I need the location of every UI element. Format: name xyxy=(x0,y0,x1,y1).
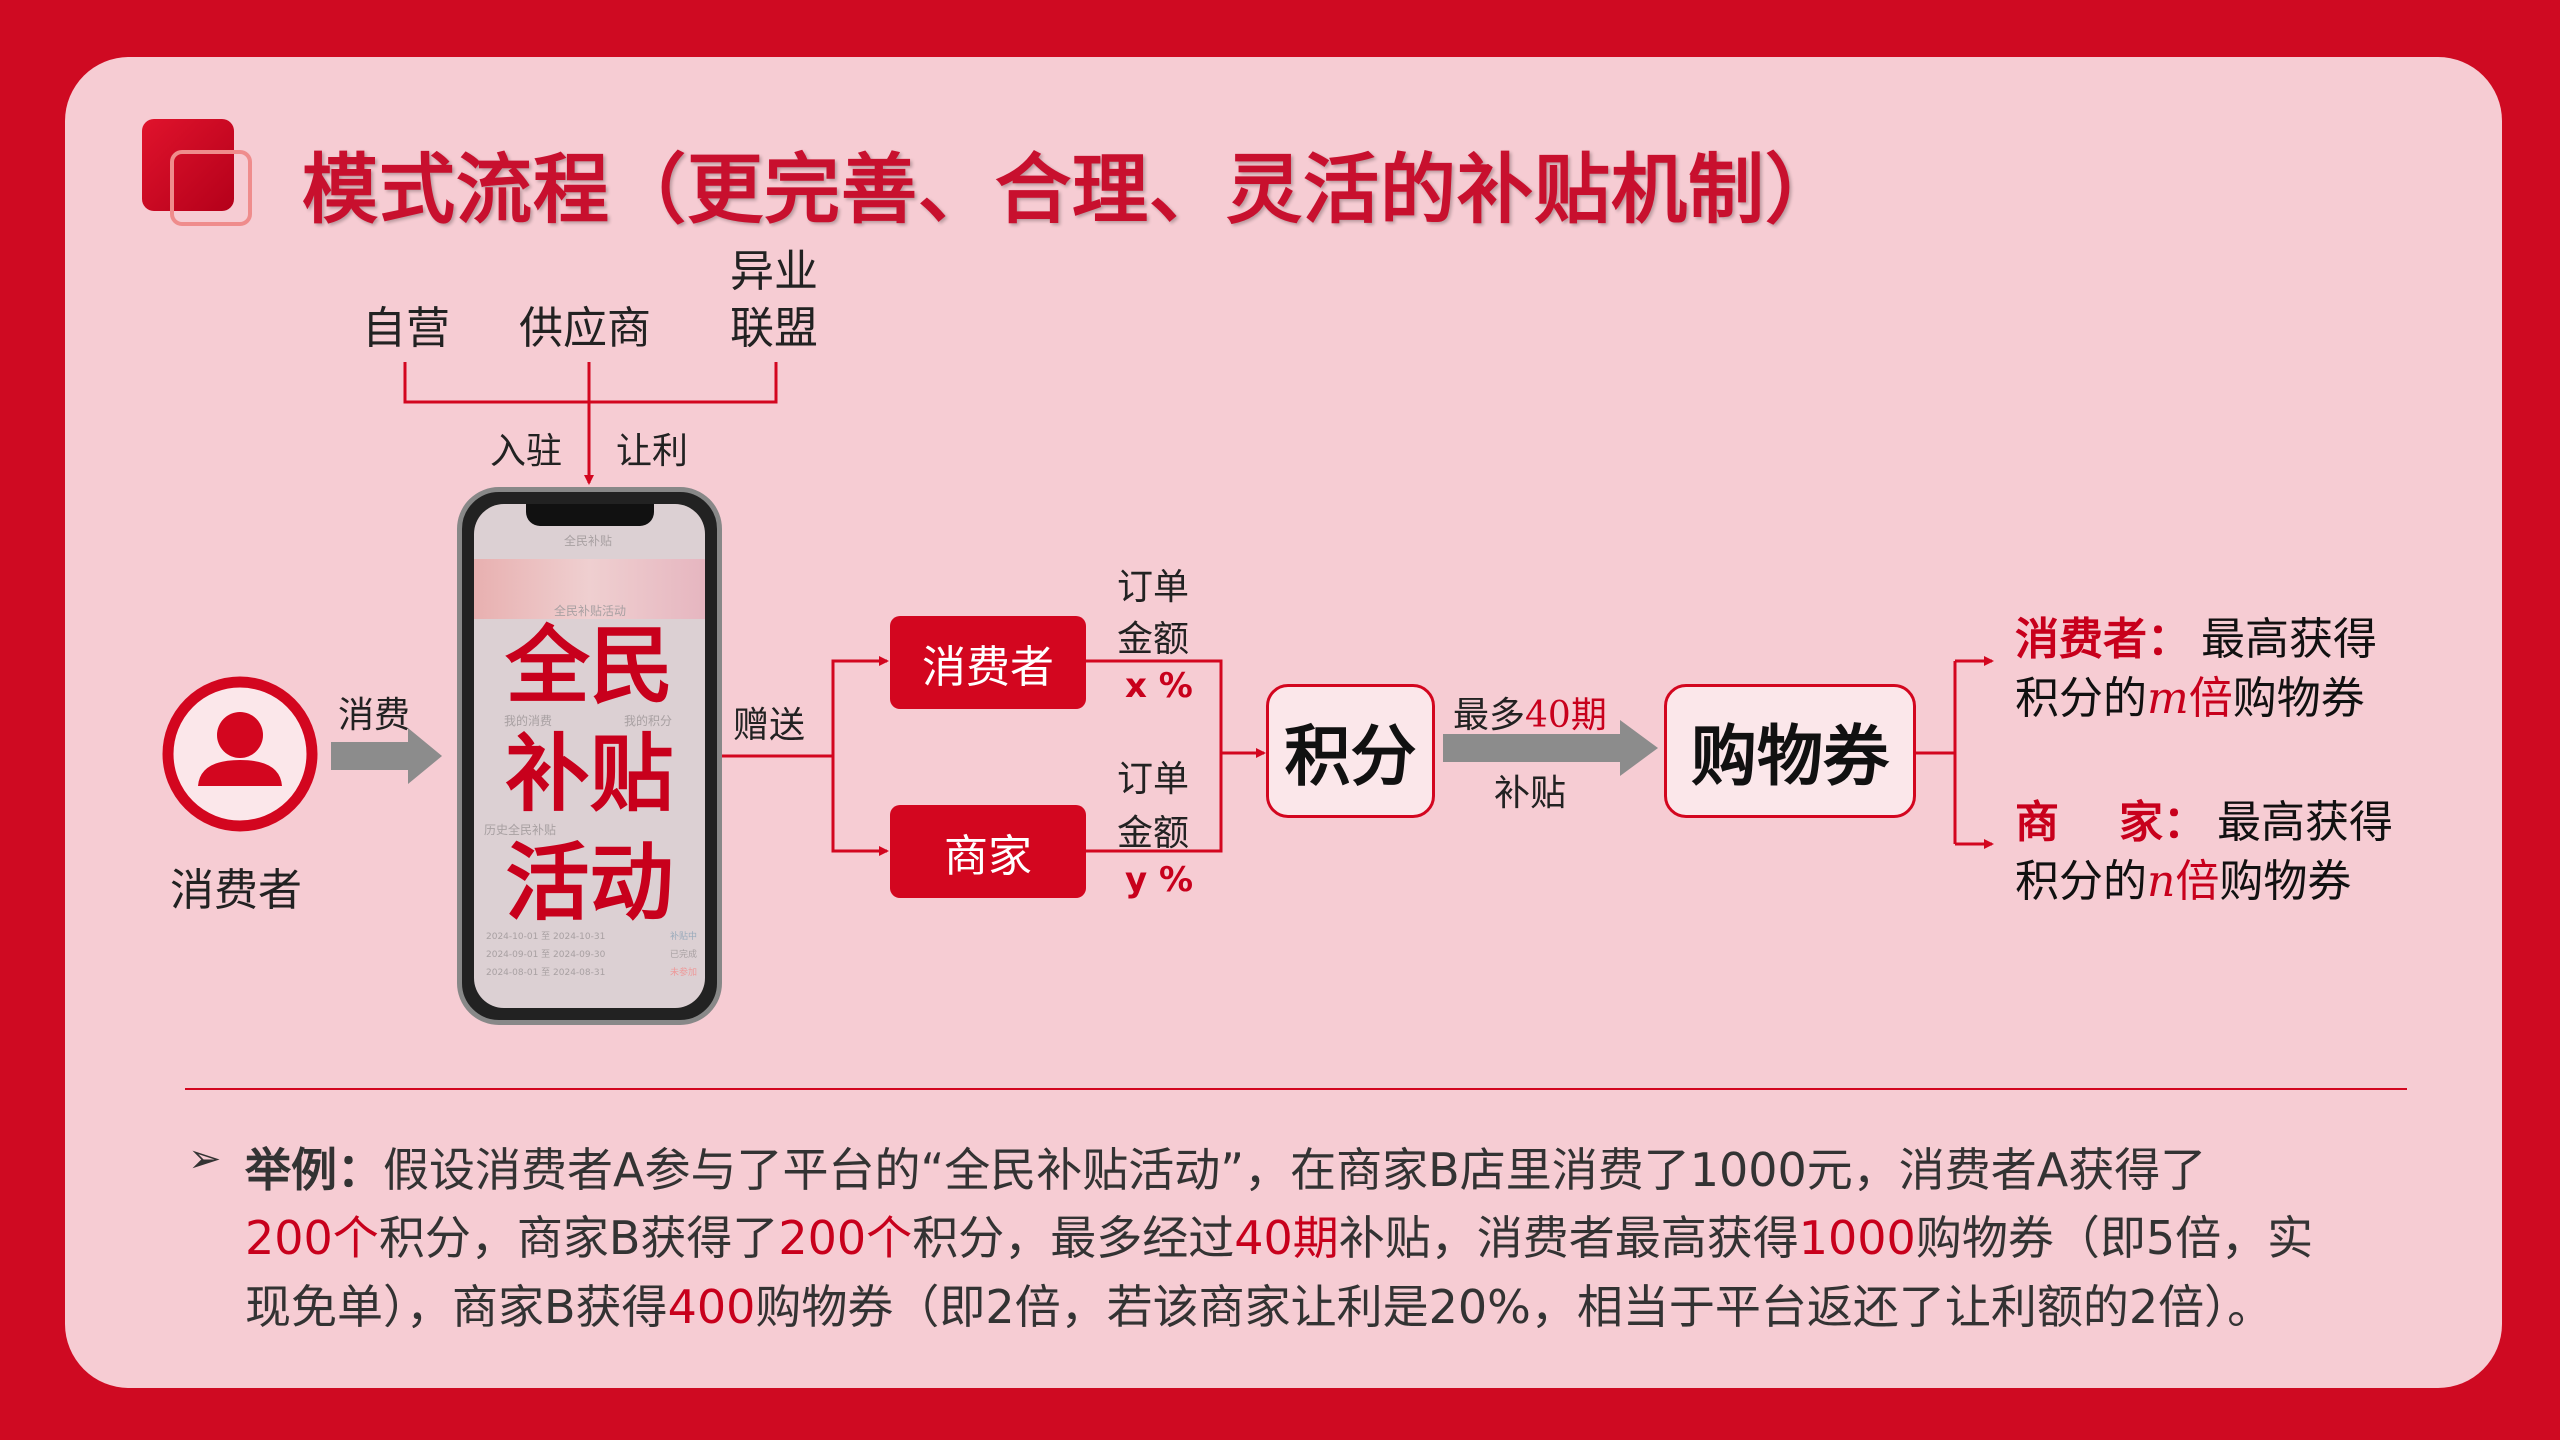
order-label: 订单 xyxy=(1117,759,1190,800)
example-lead: 举例： xyxy=(245,1143,383,1197)
example-highlight: 200个 xyxy=(245,1211,379,1265)
example-highlight: 1000 xyxy=(1798,1211,1916,1265)
example-text: 积分，最多经过 xyxy=(912,1211,1235,1265)
phone-banner xyxy=(474,559,705,619)
result-var: m xyxy=(2147,673,2189,724)
result-text: 最高获得 xyxy=(2201,614,2377,665)
consumer-box: 消费者 xyxy=(890,616,1086,709)
phone-status: 未参加 xyxy=(670,968,698,978)
example-text: 现免单），商家B获得 xyxy=(245,1280,668,1334)
example-line: 200个积分，商家B获得了200个积分，最多经过40期补贴，消费者最高获得100… xyxy=(245,1202,2313,1268)
result-var: n xyxy=(2147,856,2176,907)
example-highlight: 400 xyxy=(667,1280,756,1334)
join-label: 入驻 xyxy=(490,431,563,472)
phone-stat: 我的积分 xyxy=(624,714,673,728)
phone-stat: 我的消费 xyxy=(504,714,553,728)
result-text: 最高获得 xyxy=(2217,797,2393,848)
phone-screen: 全民补贴 全民补贴活动 我的消费 我的积分 历史全民补贴 2024-10-01 … xyxy=(474,504,705,1008)
result-text: 积分的 xyxy=(2015,673,2147,724)
consumer-result-line2: 积分的m倍购物券 xyxy=(2015,662,2365,726)
coupon-box: 购物券 xyxy=(1664,684,1916,818)
phone-overlay-line: 补贴 xyxy=(505,725,674,823)
example-line: 举例：假设消费者A参与了平台的“全民补贴活动”，在商家B店里消费了1000元，消… xyxy=(245,1134,2206,1200)
example-text: 假设消费者A参与了平台的“全民补贴活动”，在商家B店里消费了1000元，消费者A… xyxy=(383,1143,2207,1197)
result-bei: 倍 xyxy=(2175,856,2220,907)
example-highlight: 200个 xyxy=(778,1211,913,1265)
merchant-result-line1: 商 家：最高获得 xyxy=(2015,786,2393,850)
result-text: 积分的 xyxy=(2015,856,2147,907)
bullet-icon: ➢ xyxy=(188,1136,222,1182)
phone-banner-title: 全民补贴活动 xyxy=(554,604,627,618)
consume-label: 消费 xyxy=(338,695,411,736)
subsidy-top: 最多40期 xyxy=(1453,686,1607,738)
phone-status: 补贴中 xyxy=(670,932,698,942)
subsidy-periods: 40期 xyxy=(1525,695,1607,736)
gift-label: 赠送 xyxy=(733,705,806,746)
source-supplier: 供应商 xyxy=(519,303,651,354)
source-self: 自营 xyxy=(362,303,450,354)
example-highlight: 40期 xyxy=(1234,1211,1339,1265)
phone-notch xyxy=(525,504,654,526)
user-icon xyxy=(162,676,318,832)
source-alliance-1: 异业 xyxy=(730,246,818,297)
subsidy-arrow-icon xyxy=(1443,720,1658,776)
example-text: 购物券（即2倍，若该商家让利是20%，相当于平台返还了让利额的2倍）。 xyxy=(755,1280,2274,1334)
example-text: 购物券（即5倍，实 xyxy=(1915,1211,2314,1265)
phone-status: 已完成 xyxy=(670,950,698,960)
result-text: 购物券 xyxy=(2219,856,2352,907)
subsidy-label: 补贴 xyxy=(1494,773,1567,814)
phone-history: 历史全民补贴 xyxy=(484,823,557,837)
phone-overlay-line: 活动 xyxy=(505,834,674,932)
phone-overlay-line: 全民 xyxy=(505,617,674,715)
example-text: 补贴，消费者最高获得 xyxy=(1338,1211,1799,1265)
result-who: 家： xyxy=(2119,797,2207,848)
phone-row: 2024-09-01 至 2024-09-30 xyxy=(486,950,606,960)
merchant-box: 商家 xyxy=(890,805,1086,898)
points-box: 积分 xyxy=(1266,684,1435,818)
result-bei: 倍 xyxy=(2188,673,2233,724)
consume-arrow-icon xyxy=(331,728,442,784)
merchant-result-line2: 积分的n倍购物券 xyxy=(2015,845,2351,909)
title-square-icon xyxy=(142,119,234,211)
phone-row: 2024-08-01 至 2024-08-31 xyxy=(486,968,606,978)
example-line: 现免单），商家B获得400购物券（即2倍，若该商家让利是20%，相当于平台返还了… xyxy=(245,1271,2273,1337)
phone-mockup: 全民补贴 全民补贴活动 我的消费 我的积分 历史全民补贴 2024-10-01 … xyxy=(457,487,722,1025)
page-title: 模式流程（更完善、合理、灵活的补贴机制） xyxy=(302,145,1842,234)
result-text: 购物券 xyxy=(2232,673,2365,724)
source-alliance-2: 联盟 xyxy=(730,303,818,354)
order-label: 订单 xyxy=(1117,567,1190,608)
consumer-result-line1: 消费者：最高获得 xyxy=(2015,603,2377,667)
phone-header: 全民补贴 xyxy=(564,534,613,548)
amount-label: 金额 xyxy=(1117,619,1190,660)
subsidy-prefix: 最多 xyxy=(1453,695,1526,736)
amount-label: 金额 xyxy=(1117,813,1190,854)
consumer-percent: x % xyxy=(1125,666,1193,706)
result-who: 消费者： xyxy=(2015,614,2191,665)
concession-label: 让利 xyxy=(616,431,689,472)
result-who: 商 xyxy=(2015,797,2059,848)
title-square-outline-icon xyxy=(170,150,252,226)
consumer-label: 消费者 xyxy=(170,865,302,916)
example-text: 积分，商家B获得了 xyxy=(378,1211,779,1265)
merchant-percent: y % xyxy=(1125,860,1194,900)
phone-row: 2024-10-01 至 2024-10-31 xyxy=(486,932,606,942)
